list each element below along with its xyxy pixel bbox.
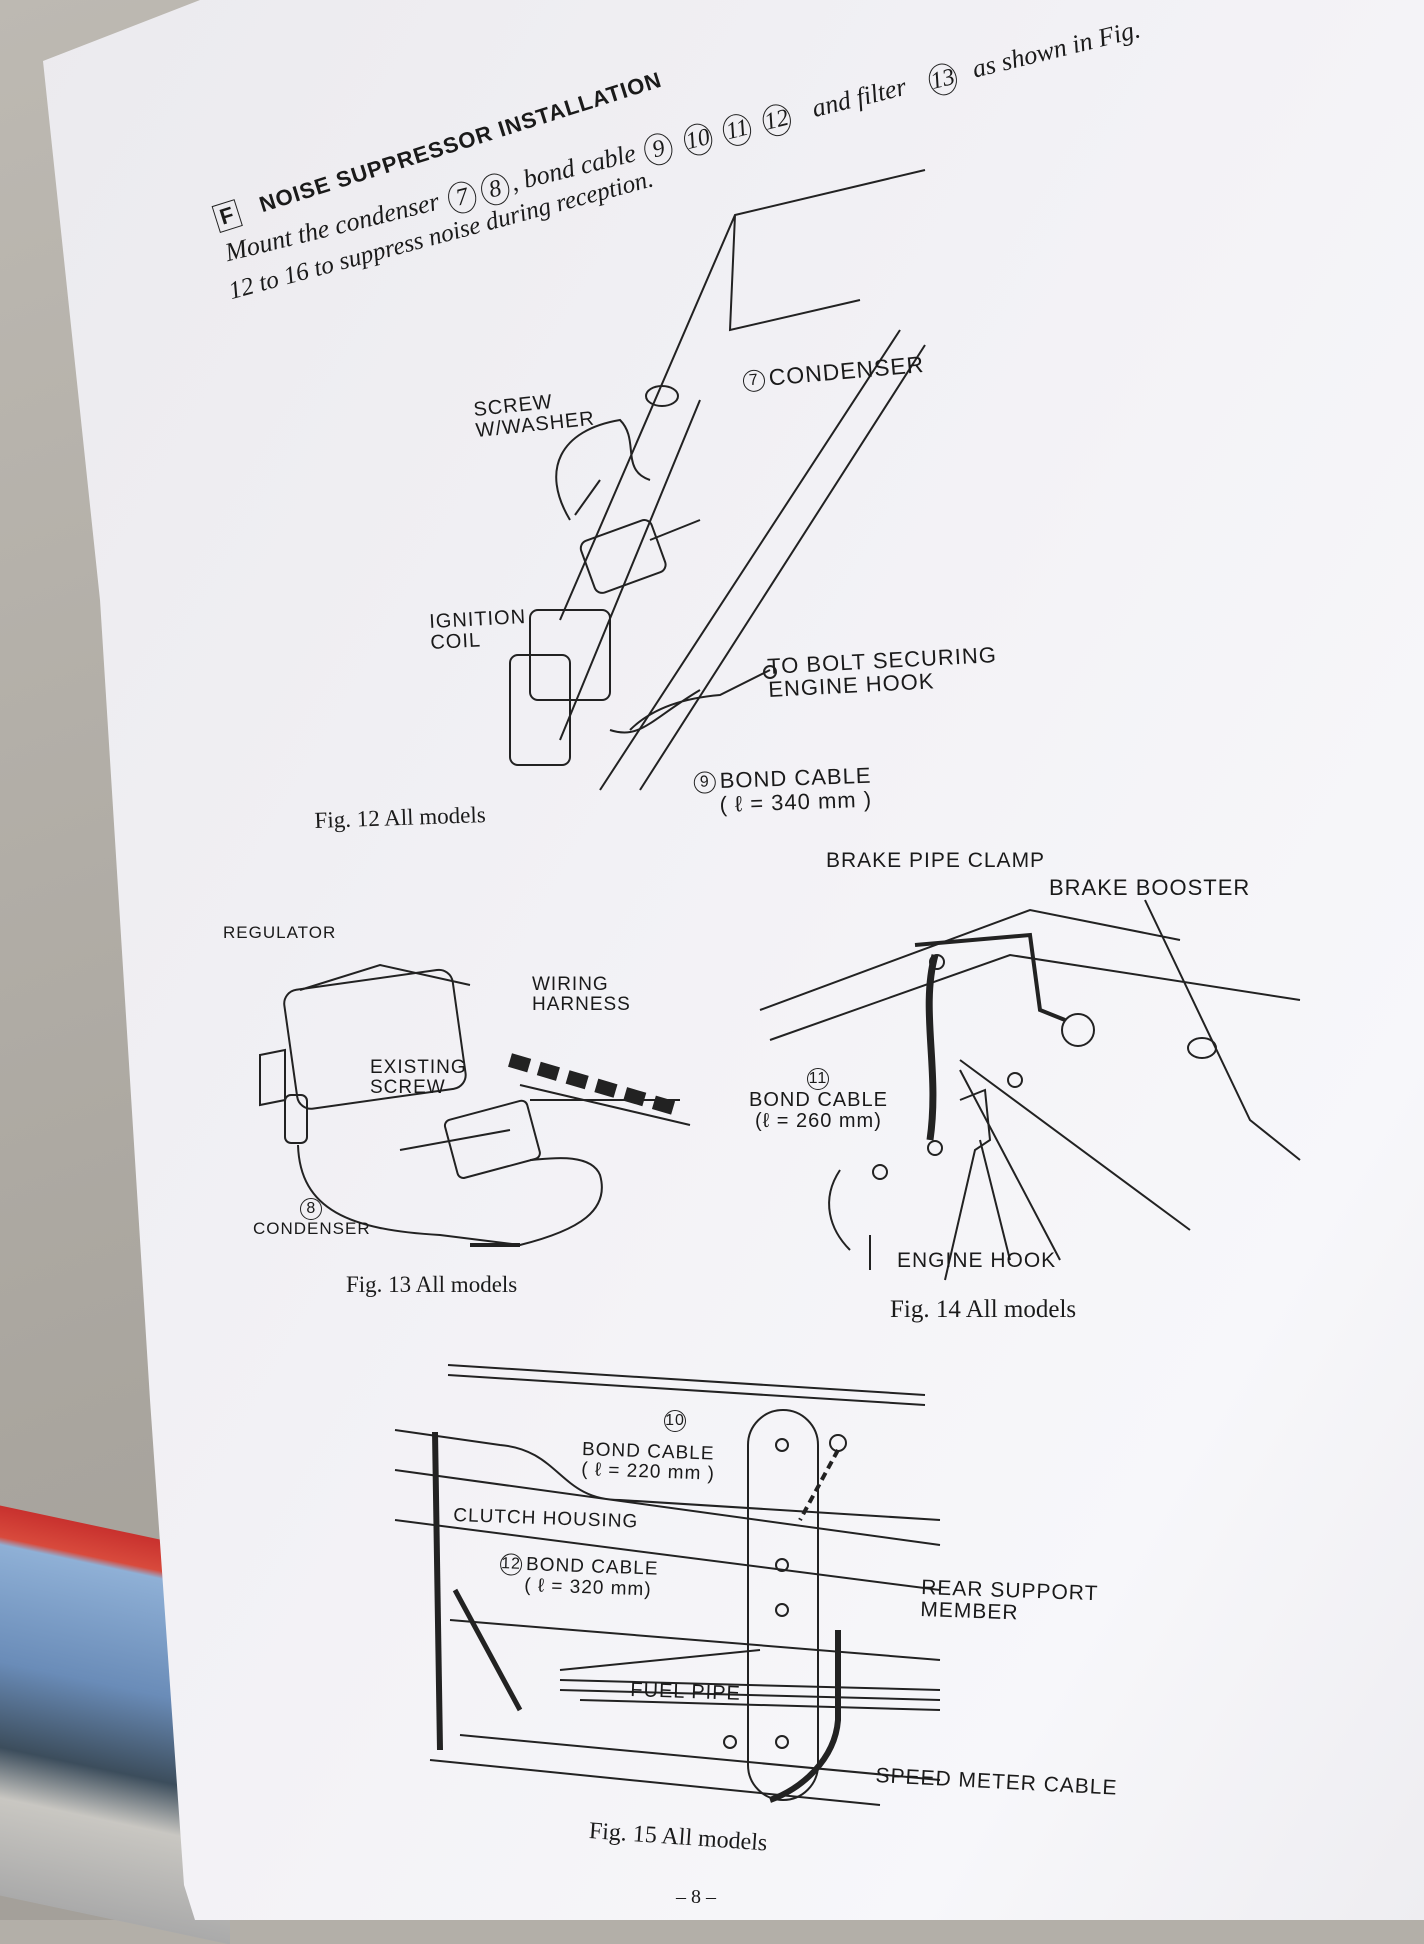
ref-13: 13 — [925, 60, 961, 99]
label-brake-booster: BRAKE BOOSTER — [1049, 875, 1251, 900]
fig15-drawing — [394, 1364, 941, 1806]
text: HARNESS — [532, 993, 631, 1015]
page-number: – 8 – — [676, 1886, 716, 1908]
fig13-caption: Fig. 13 All models — [346, 1272, 518, 1297]
fig12-drawing — [509, 169, 926, 791]
ref-12: 12 — [759, 101, 795, 140]
ref-9: 9 — [693, 771, 717, 795]
ref-9: 9 — [641, 130, 677, 169]
label-fuel-pipe: FUEL PIPE — [630, 1679, 742, 1705]
fig13-drawing — [259, 963, 691, 1247]
ref-8: 8 — [300, 1198, 323, 1220]
ref-10: 10 — [680, 120, 716, 159]
ref-11: 11 — [806, 1068, 829, 1090]
ref-12: 12 — [499, 1553, 523, 1576]
ref-11: 11 — [719, 111, 755, 149]
ref-10-marker: 10 — [661, 1410, 690, 1432]
label-bond-cable-10: BOND CABLE( ℓ = 220 mm ) — [581, 1439, 716, 1485]
text: SCREW — [370, 1076, 446, 1098]
fig14-caption: Fig. 14 All models — [890, 1296, 1077, 1323]
text: ( ℓ = 340 mm ) — [719, 786, 873, 818]
text: (ℓ = 260 mm) — [755, 1110, 882, 1132]
ref-10: 10 — [664, 1410, 686, 1432]
ref-7: 7 — [742, 368, 766, 393]
text: CONDENSER — [253, 1219, 371, 1238]
text: BOND CABLE — [749, 1089, 888, 1111]
label-brake-pipe-clamp: BRAKE PIPE CLAMP — [826, 849, 1046, 872]
fig14-drawing — [759, 899, 1301, 1281]
ref-7: 7 — [444, 178, 480, 217]
label-engine-hook: ENGINE HOOK — [897, 1249, 1057, 1272]
label-regulator: REGULATOR — [223, 923, 337, 942]
text: EXISTING — [370, 1057, 467, 1078]
text: WIRING — [532, 974, 609, 995]
